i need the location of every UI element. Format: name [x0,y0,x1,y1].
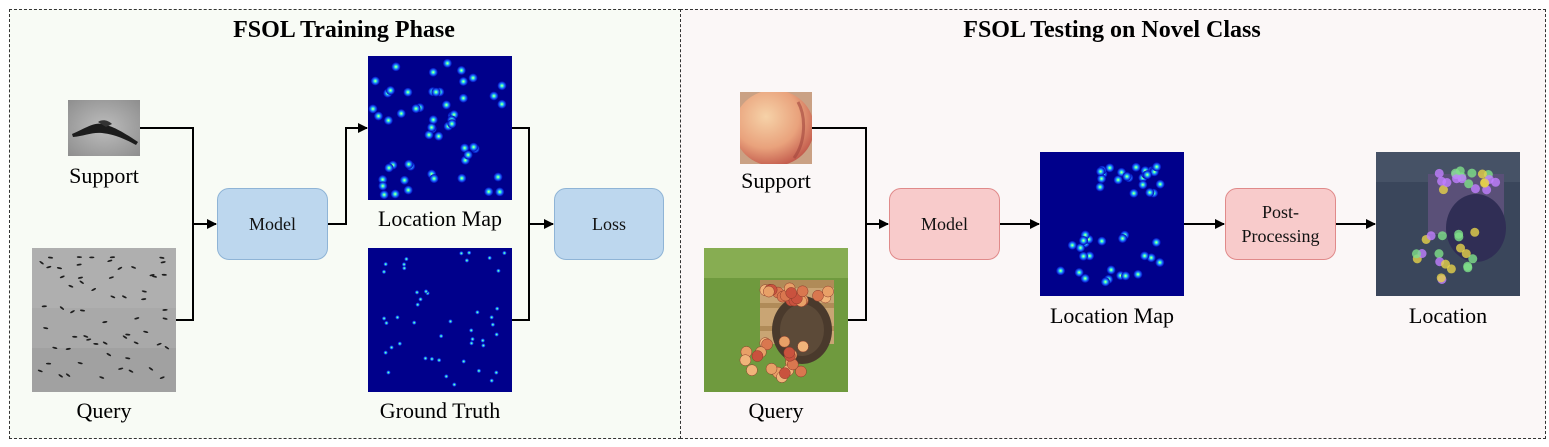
test-location-output-image [1376,152,1520,296]
train-loss-node: Loss [554,188,664,260]
train-location-map-label: Location Map [377,206,503,231]
train-ground-truth-label: Ground Truth [379,398,501,423]
test-post-processing-node: Post- Processing [1225,188,1336,260]
test-query-label: Query [748,398,804,423]
train-ground-truth-heatmap [368,248,512,392]
test-model-node: Model [889,188,1000,260]
train-query-image [32,248,176,392]
test-location-map-label: Location Map [1049,303,1175,328]
train-support-image [68,100,140,156]
train-model-node: Model [217,188,328,260]
test-support-connector [812,127,867,224]
test-query-image [704,248,848,392]
train-gt-to-loss-connector [512,224,530,321]
test-support-label: Support [741,168,811,193]
train-query-label: Query [76,398,132,423]
test-location-label: Location [1408,303,1488,328]
test-support-image [740,92,812,164]
train-support-connector [140,127,194,224]
train-map-to-loss-connector [512,127,530,224]
train-location-map-heatmap [368,56,512,200]
train-model-to-map-arrow [328,123,368,225]
train-query-connector [176,224,194,321]
train-support-label: Support [69,163,139,188]
test-query-connector [848,224,867,321]
training-phase-title: FSOL Training Phase [233,17,455,43]
test-location-map-heatmap [1040,152,1184,296]
testing-phase-title: FSOL Testing on Novel Class [963,17,1261,43]
